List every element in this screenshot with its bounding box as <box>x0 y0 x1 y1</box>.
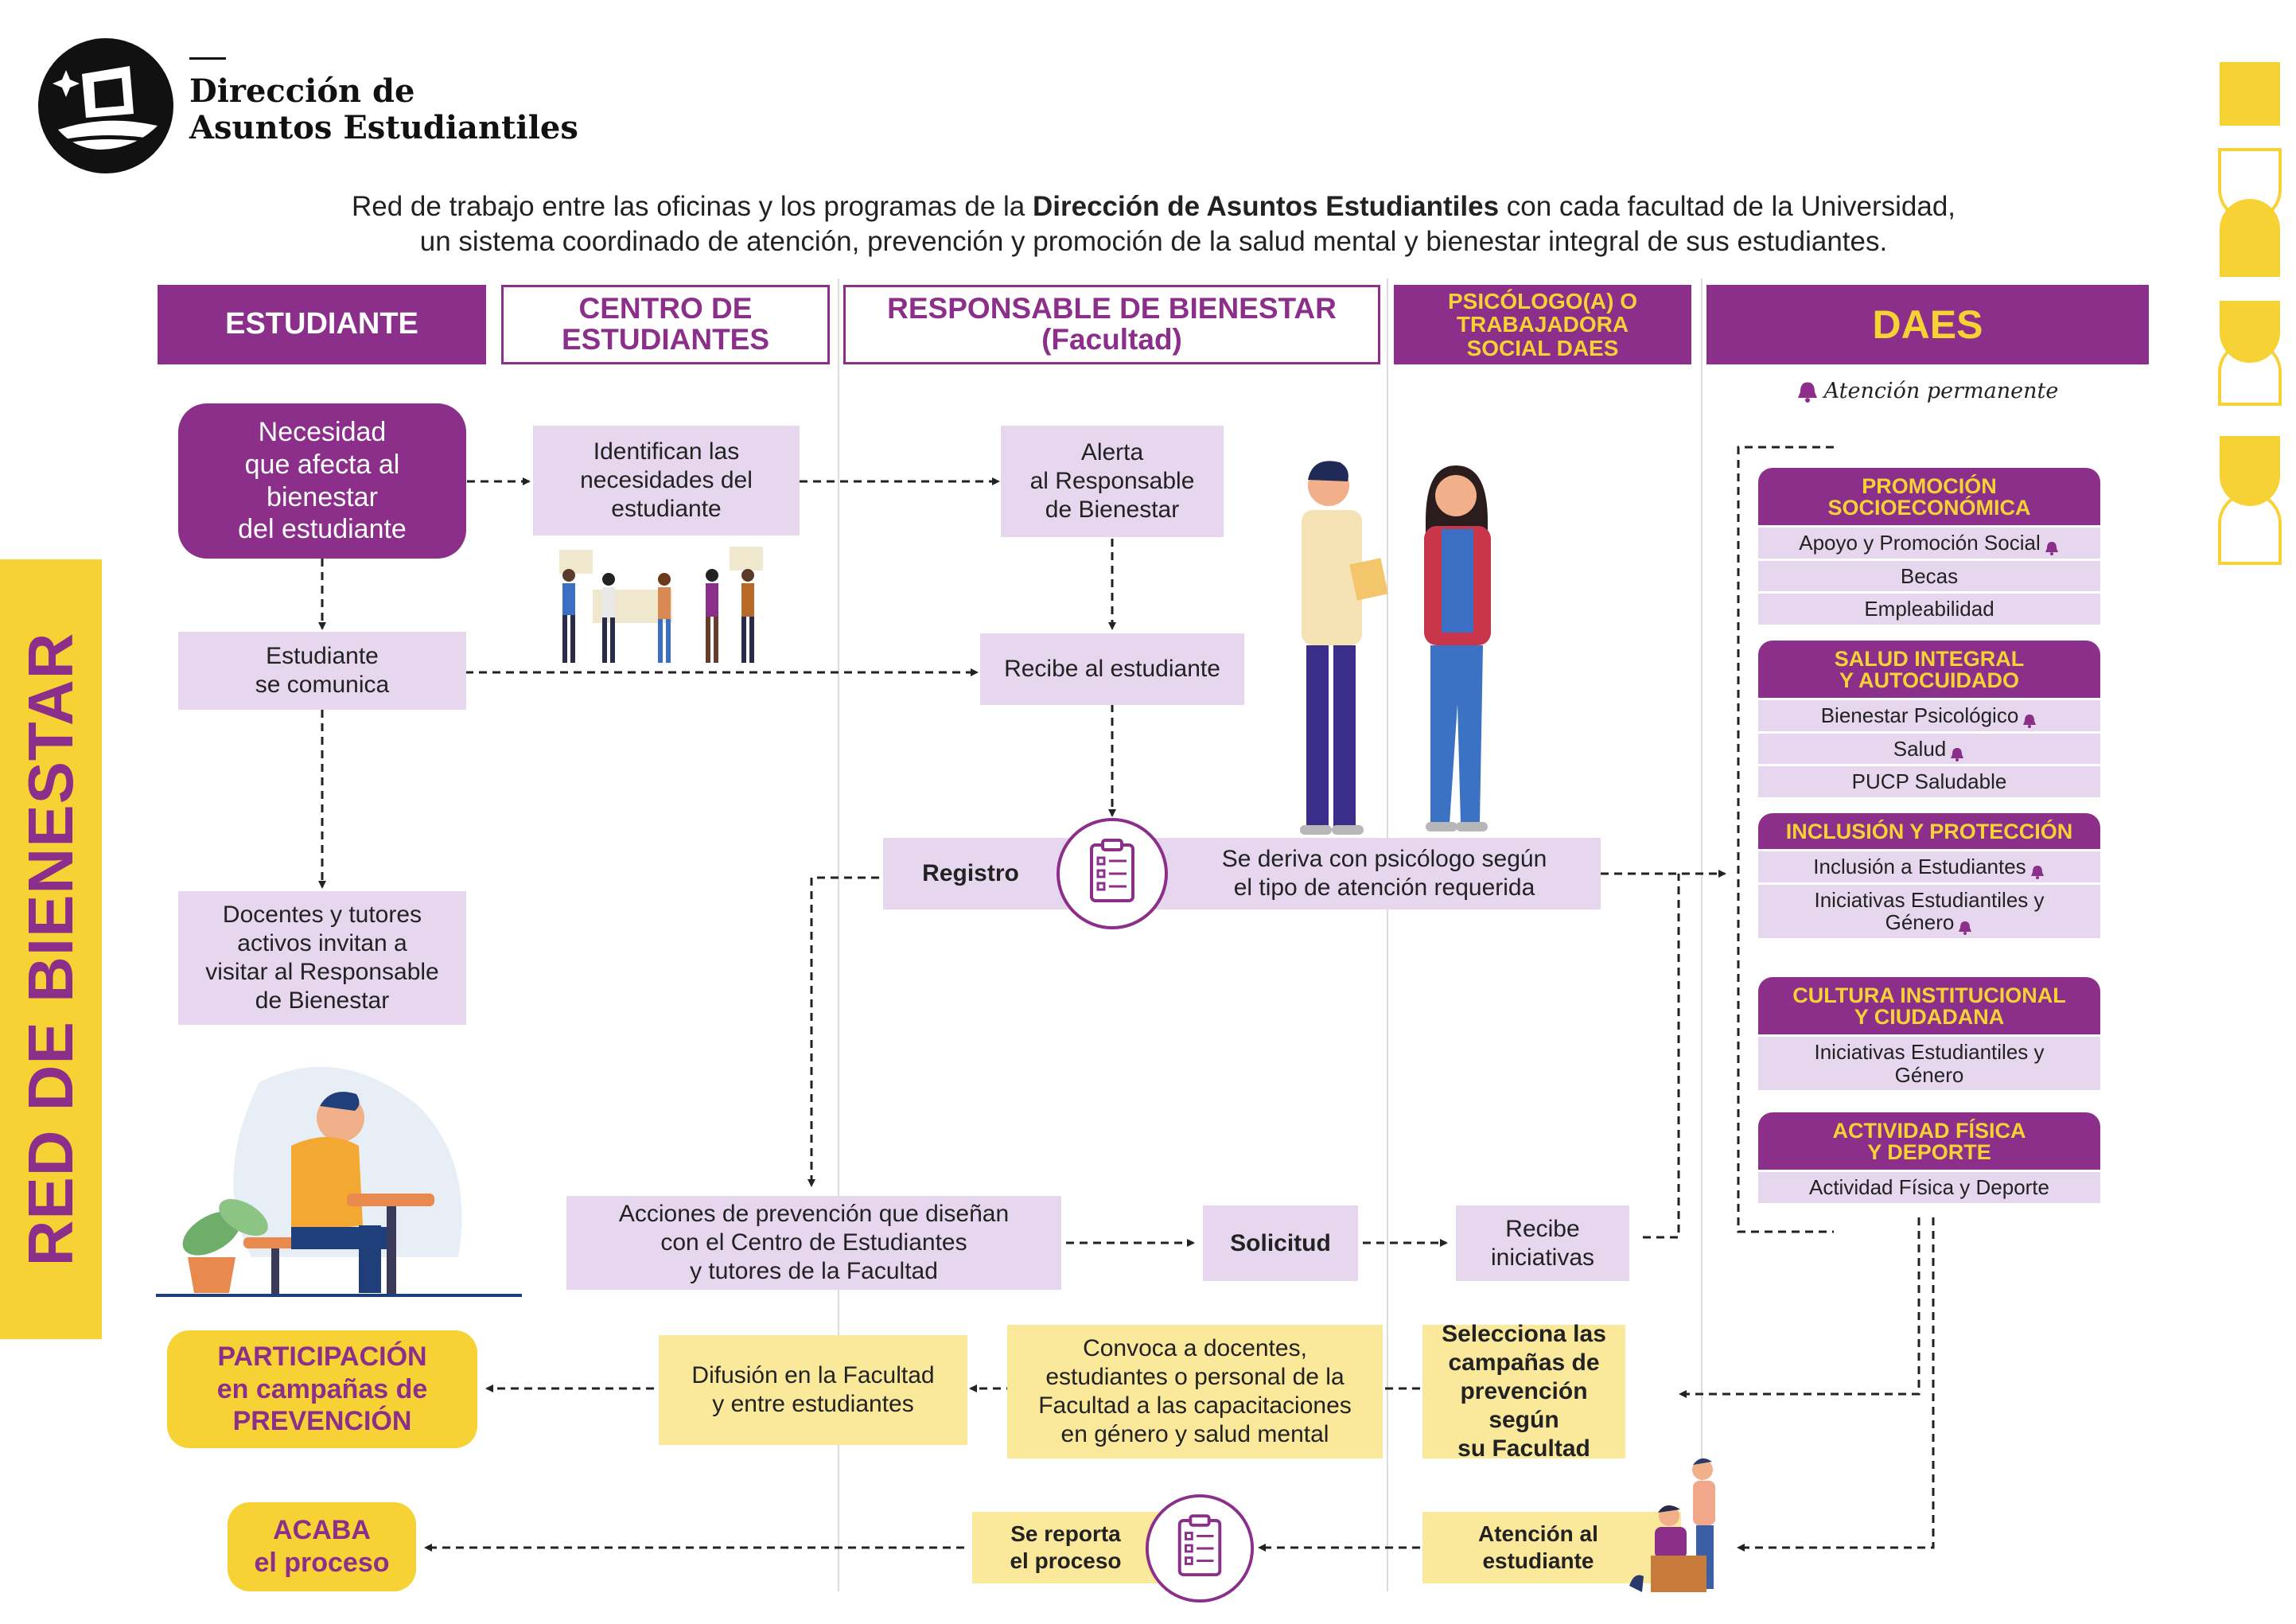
daes-service-item: Actividad Física y Deporte <box>1758 1170 2100 1203</box>
logo-line1: Dirección de <box>189 72 415 110</box>
node-convoca: Convoca a docentes, estudiantes o person… <box>1007 1325 1383 1458</box>
logo-ship-icon <box>38 38 173 173</box>
daes-service-item: Empleabilidad <box>1758 591 2100 625</box>
students-protest-illustration <box>559 547 763 663</box>
bell-icon <box>2029 861 2045 880</box>
column-header-responsable: RESPONSABLE DE BIENESTAR (Facultad) <box>843 285 1380 364</box>
care-illustration <box>1629 1458 1715 1592</box>
daes-category: PROMOCIÓN SOCIOECONÓMICA Apoyo y Promoció… <box>1758 468 2100 625</box>
node-necesidad: Necesidad que afecta al bienestar del es… <box>178 403 466 559</box>
node-registro: Registro <box>922 860 1019 886</box>
column-header-centro: CENTRO DE ESTUDIANTES <box>501 285 830 364</box>
daes-service-item: Iniciativas Estudiantiles y Género <box>1758 1034 2100 1091</box>
node-docentes: Docentes y tutores activos invitan a vis… <box>178 891 466 1025</box>
column-header-daes: DAES <box>1706 285 2149 364</box>
node-acciones: Acciones de prevención que diseñan con e… <box>566 1196 1061 1290</box>
node-selecciona: Selecciona las campañas de prevención se… <box>1422 1321 1625 1462</box>
column-header-estudiante: ESTUDIANTE <box>158 285 486 364</box>
acaba-line1: ACABA <box>273 1515 371 1546</box>
node-recibe-iniciativas: Recibe iniciativas <box>1456 1205 1629 1281</box>
daes-category-title: INCLUSIÓN Y PROTECCIÓN <box>1758 813 2100 849</box>
daes-service-label: Iniciativas Estudiantiles y Género <box>1814 887 2045 935</box>
logo-text: Dirección de Asuntos Estudiantiles <box>189 73 578 146</box>
bell-icon <box>1949 743 1965 761</box>
bell-icon <box>2022 710 2037 729</box>
bell-icon <box>1957 917 1973 936</box>
daes-service-item: Becas <box>1758 558 2100 592</box>
daes-service-label: Empleabilidad <box>1864 597 1994 621</box>
node-registro-bar <box>883 838 1601 909</box>
node-se-reporta: Se reporta el proceso <box>972 1512 1159 1583</box>
daes-service-label: Actividad Física y Deporte <box>1808 1175 2049 1199</box>
daes-service-label: Iniciativas Estudiantiles y Género <box>1814 1040 2045 1087</box>
daes-category-title: SALUD INTEGRAL Y AUTOCUIDADO <box>1758 641 2100 698</box>
node-se-deriva: Se deriva con psicólogo según el tipo de… <box>1221 846 1547 901</box>
node-identifican: Identifican las necesidades del estudian… <box>533 426 800 535</box>
node-atencion: Atención al estudiante <box>1422 1512 1681 1583</box>
node-acaba: ACABA el proceso <box>228 1502 416 1591</box>
clipboard-icon <box>1057 818 1168 929</box>
column-header-psicologo: PSICÓLOGO(A) O TRABAJADORA SOCIAL DAES <box>1394 285 1691 364</box>
intro-line1: Red de trabajo entre las oficinas y los … <box>351 191 1956 222</box>
node-alerta: Alerta al Responsable de Bienestar <box>1001 426 1224 537</box>
participacion-line2: en campañas de PREVENCIÓN <box>216 1373 428 1437</box>
logo-line2: Asuntos Estudiantiles <box>189 109 578 146</box>
node-se-comunica: Estudiante se comunica <box>178 632 466 710</box>
daes-service-label: Becas <box>1900 563 1959 588</box>
daes-service-label: Apoyo y Promoción Social <box>1799 531 2041 555</box>
daes-category: SALUD INTEGRAL Y AUTOCUIDADO Bienestar Ps… <box>1758 641 2100 797</box>
node-recibe-estudiante: Recibe al estudiante <box>980 633 1244 705</box>
daes-service-item: Salud <box>1758 730 2100 765</box>
daes-service-label: Bienestar Psicológico <box>1820 703 2019 727</box>
attention-note: Atención permanente <box>1782 379 2068 403</box>
node-difusion: Difusión en la Facultad y entre estudian… <box>659 1335 967 1445</box>
node-participacion: PARTICIPACIÓN en campañas de PREVENCIÓN <box>167 1330 477 1448</box>
stressed-student-illustration <box>156 1066 522 1297</box>
daes-service-label: Inclusión a Estudiantes <box>1813 855 2026 878</box>
staff-illustration <box>1300 461 1491 835</box>
node-solicitud: Solicitud <box>1203 1205 1358 1281</box>
daes-category: CULTURA INSTITUCIONAL Y CIUDADANA Iniciat… <box>1758 977 2100 1091</box>
decorative-shapes-icon <box>2218 62 2282 565</box>
daes-category-title: CULTURA INSTITUCIONAL Y CIUDADANA <box>1758 977 2100 1034</box>
daes-service-item: Bienestar Psicológico <box>1758 698 2100 731</box>
acaba-line2: el proceso <box>254 1548 390 1578</box>
daes-service-item: Apoyo y Promoción Social <box>1758 525 2100 559</box>
daes-category-title: PROMOCIÓN SOCIOECONÓMICA <box>1758 468 2100 525</box>
side-title-panel <box>0 559 102 1339</box>
intro-line2: un sistema coordinado de atención, preve… <box>419 226 1888 257</box>
daes-service-item: Iniciativas Estudiantiles y Género <box>1758 882 2100 938</box>
clipboard-icon <box>1145 1494 1255 1603</box>
daes-service-item: Inclusión a Estudiantes <box>1758 849 2100 882</box>
daes-category-title: ACTIVIDAD FÍSICA Y DEPORTE <box>1758 1112 2100 1170</box>
participacion-line1: PARTICIPACIÓN <box>217 1341 427 1372</box>
daes-service-item: PUCP Saludable <box>1758 764 2100 797</box>
daes-service-label: Salud <box>1893 736 1947 761</box>
column-divider <box>1387 278 1388 1591</box>
bell-icon <box>1797 382 1817 403</box>
daes-category: INCLUSIÓN Y PROTECCIÓN Inclusión a Estudi… <box>1758 813 2100 938</box>
daes-service-label: PUCP Saludable <box>1851 769 2007 794</box>
logo-rule <box>189 57 226 60</box>
column-divider <box>1701 278 1703 1591</box>
intro-text: Red de trabajo entre las oficinas y los … <box>199 189 2108 259</box>
bell-icon <box>2044 537 2060 556</box>
logo <box>38 38 173 173</box>
daes-category: ACTIVIDAD FÍSICA Y DEPORTE Actividad Físi… <box>1758 1112 2100 1203</box>
column-divider <box>838 278 839 1591</box>
